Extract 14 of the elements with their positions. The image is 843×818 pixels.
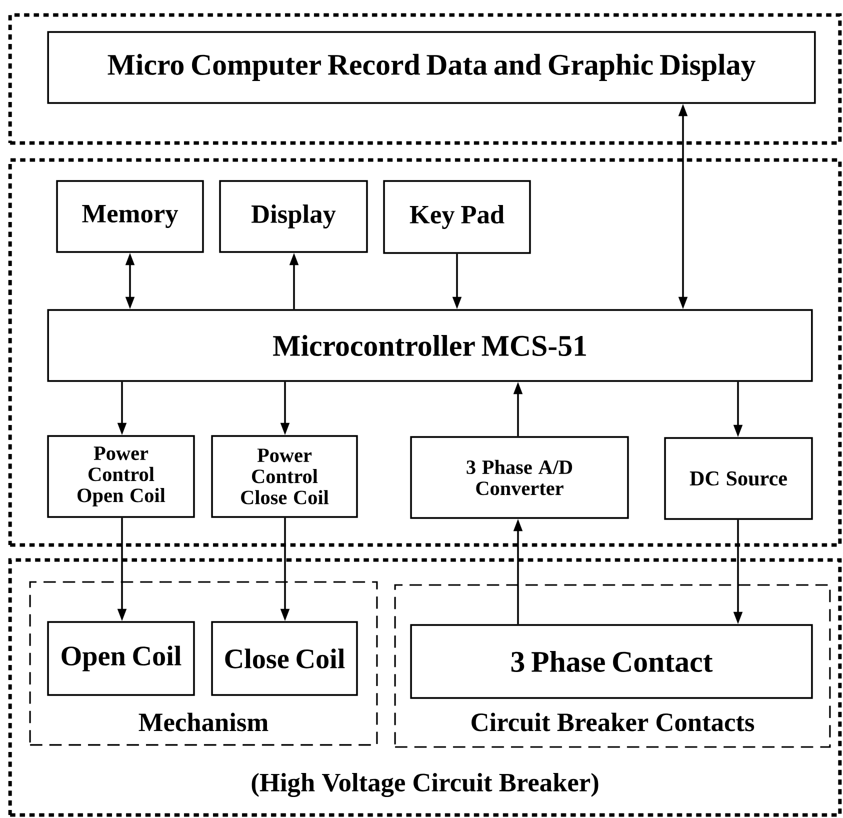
process-box: Power Control Close Coil	[211, 435, 358, 518]
process-box: 3 Phase Contact	[410, 624, 813, 699]
process-box: DC Source	[664, 437, 813, 520]
dotted-band	[8, 13, 842, 145]
process-box: 3 Phase A/D Converter	[410, 436, 629, 519]
process-box: Memory	[56, 180, 204, 253]
process-box: Power Control Open Coil	[47, 435, 195, 518]
dotted-band	[8, 158, 842, 547]
process-box: Micro Computer Record Data and Graphic Display	[47, 31, 816, 104]
process-box: Key Pad	[383, 180, 531, 254]
process-box: Open Coil	[47, 621, 195, 696]
process-box: Display	[219, 180, 368, 253]
process-box: Microcontroller MCS-51	[47, 309, 813, 382]
process-box: Close Coil	[211, 621, 358, 696]
